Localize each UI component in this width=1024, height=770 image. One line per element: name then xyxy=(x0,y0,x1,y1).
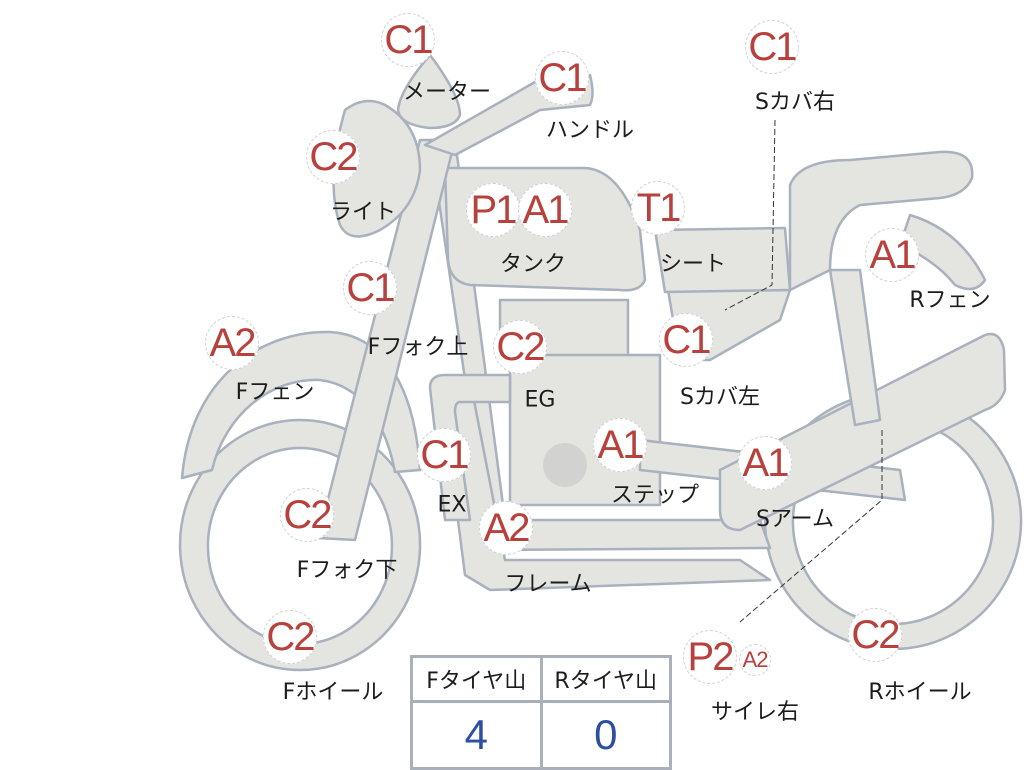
label-meter: メーター xyxy=(402,80,492,105)
rear-fender-shape xyxy=(898,213,987,291)
grade-badge-rear-fender: A1 xyxy=(865,228,919,282)
label-silencer-right: サイレ右 xyxy=(710,700,800,725)
meter-shape xyxy=(396,53,462,130)
grade-badge-silencer-1: P2 xyxy=(683,630,737,684)
rear-seat-shape xyxy=(788,150,974,292)
front-tire-value: 4 xyxy=(410,700,543,770)
grade-badge-front-fender: A2 xyxy=(205,316,259,370)
label-swing-arm: Sアーム xyxy=(756,507,834,532)
grade-badge-front-fork-lower: C2 xyxy=(280,488,334,542)
grade-badge-exhaust: C1 xyxy=(417,428,471,482)
label-light: ライト xyxy=(329,200,397,225)
grade-badge-frame: A2 xyxy=(479,501,533,555)
grade-badge-tank-1: P1 xyxy=(466,183,520,237)
label-front-wheel: Fホイール xyxy=(282,680,384,705)
label-step: ステップ xyxy=(610,483,700,508)
rear-tire-header: Rタイヤ山 xyxy=(539,655,672,703)
side-cover-right-leader xyxy=(724,119,776,311)
label-side-cover-right: Sカバ右 xyxy=(755,90,835,115)
tire-tread-table: Fタイヤ山 Rタイヤ山 4 0 xyxy=(410,655,672,770)
front-tire-header: Fタイヤ山 xyxy=(410,655,543,703)
silencer-leader xyxy=(739,430,883,623)
label-exhaust: EX xyxy=(437,492,467,518)
label-front-fork-lower: Fフォク下 xyxy=(296,558,398,583)
grade-badge-light: C2 xyxy=(306,130,360,184)
exhaust-shape xyxy=(428,373,512,522)
label-seat: シート xyxy=(659,252,727,277)
label-frame: フレーム xyxy=(504,572,592,597)
label-engine: EG xyxy=(524,387,556,413)
label-rear-fender: Rフェン xyxy=(909,288,991,313)
rear-shock-shape xyxy=(828,268,882,427)
grade-badge-rear-wheel: C2 xyxy=(848,608,902,662)
grade-badge-meter: C1 xyxy=(381,13,435,67)
grade-badge-side-cover-right: C1 xyxy=(745,20,799,74)
engine-cover-shape xyxy=(543,443,587,487)
grade-badge-handle: C1 xyxy=(535,51,589,105)
grade-badge-silencer-2: A2 xyxy=(739,644,771,676)
grade-badge-tank-2: A1 xyxy=(518,183,572,237)
rear-tire-value: 0 xyxy=(539,700,672,770)
label-tank: タンク xyxy=(499,252,567,277)
grade-badge-step: A1 xyxy=(593,418,647,472)
grade-badge-front-fork-upper: C1 xyxy=(343,261,397,315)
label-front-fork-upper: Fフォク上 xyxy=(367,335,469,360)
grade-badge-side-cover-left: C1 xyxy=(659,313,713,367)
grade-badge-front-wheel: C2 xyxy=(263,610,317,664)
label-front-fender: Fフェン xyxy=(235,380,315,405)
label-handle: ハンドル xyxy=(545,118,635,143)
label-rear-wheel: Rホイール xyxy=(868,680,972,705)
silencer-shape xyxy=(718,332,1007,532)
label-side-cover-left: Sカバ左 xyxy=(680,385,760,410)
grade-badge-engine: C2 xyxy=(493,320,547,374)
grade-badge-seat: T1 xyxy=(631,181,685,235)
grade-badge-swing-arm: A1 xyxy=(738,436,792,490)
